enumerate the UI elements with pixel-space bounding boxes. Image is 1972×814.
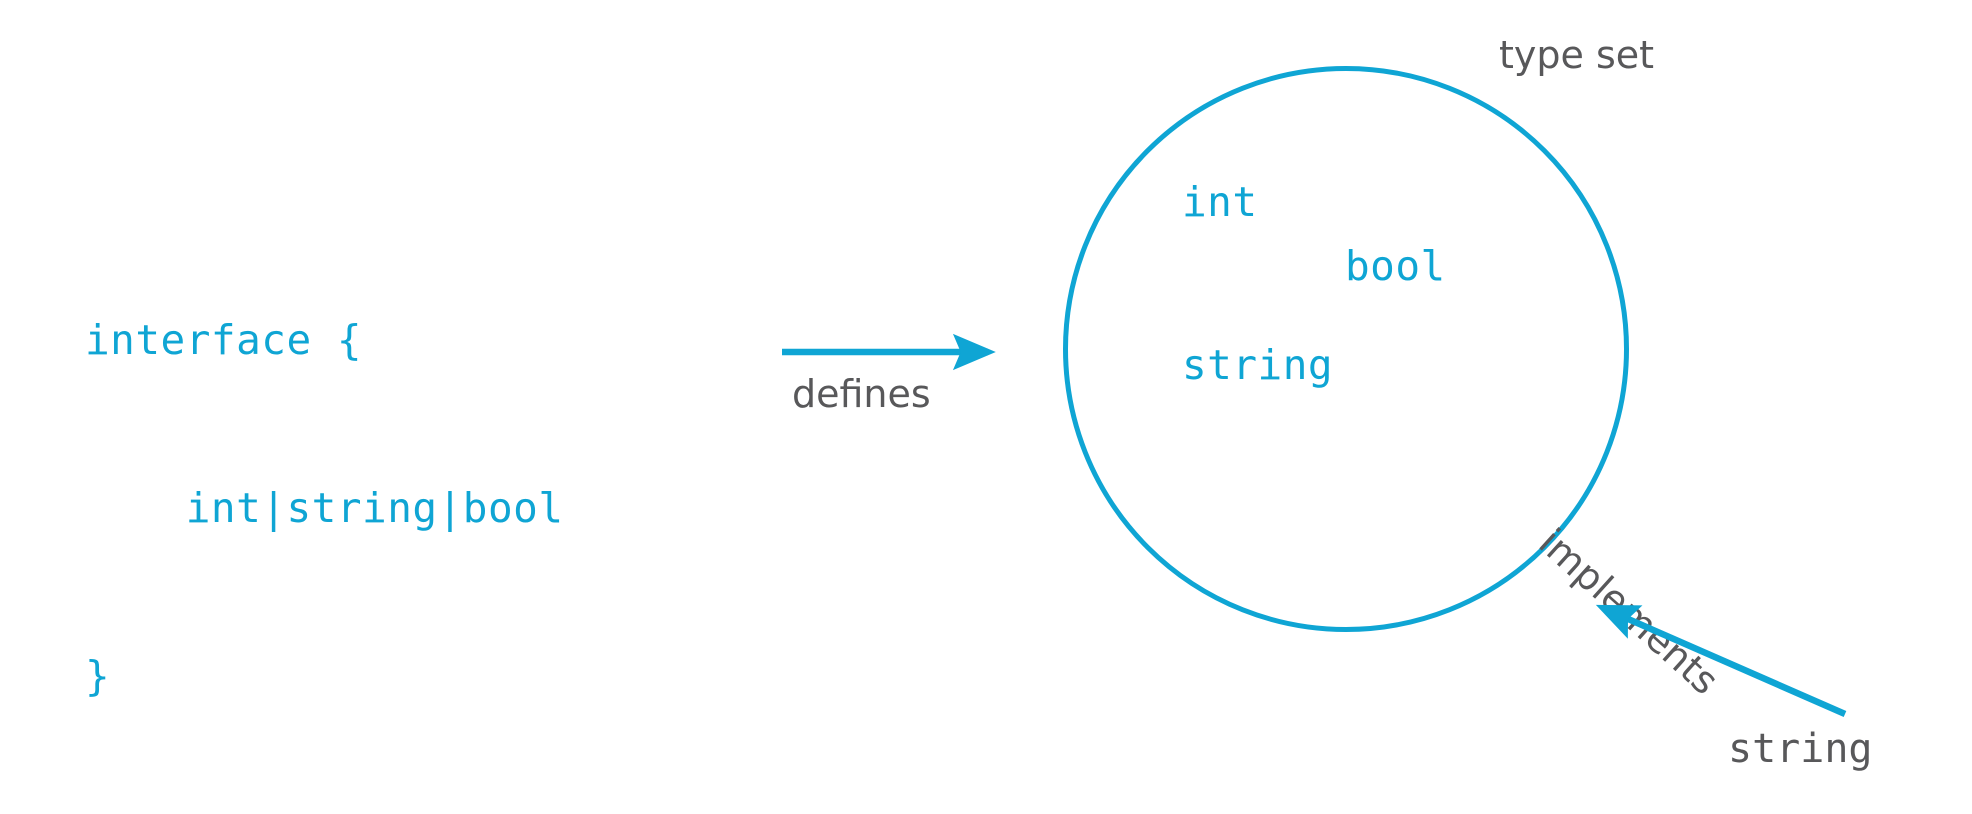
code-line-1: interface { — [85, 316, 363, 364]
defines-edge-label: defines — [792, 372, 931, 416]
type-set-member-int: int — [1182, 178, 1258, 226]
interface-code-block: interface { int|string|bool } — [85, 200, 564, 814]
code-line-2: int|string|bool — [85, 484, 564, 532]
type-set-label: type set — [1499, 33, 1655, 77]
type-set-member-string: string — [1182, 341, 1334, 389]
type-set-circle — [1063, 66, 1629, 632]
type-set-member-bool: bool — [1345, 242, 1446, 290]
external-string-type-label: string — [1728, 726, 1873, 772]
code-line-3: } — [85, 652, 111, 700]
implements-edge-label: implements — [1530, 520, 1728, 704]
